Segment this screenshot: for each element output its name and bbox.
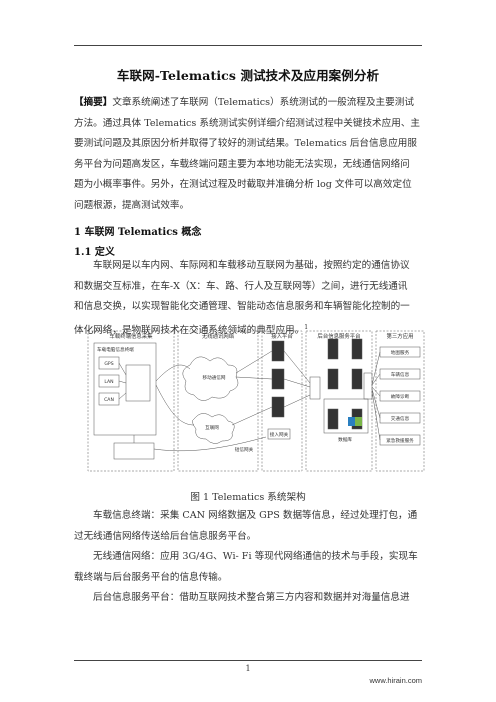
cloud-internet-label: 互联网 [205, 424, 219, 431]
abstract-line-4: 务平台为问题高发区，车载终端问题主要为本地功能无法实现，无线通信网络问 [74, 158, 410, 170]
access-column-frame [261, 330, 303, 472]
footnote-mark: 1 [304, 323, 309, 331]
page-number: 1 [245, 664, 251, 673]
terminal-box [93, 342, 157, 436]
access-server-3 [271, 396, 285, 418]
gateway-box [267, 428, 291, 440]
abstract-line-3: 要测试问题及其原因分析并取得了较好的测试结果。Telematics 后台信息应用… [74, 138, 417, 150]
can-label: CAN [104, 397, 114, 403]
thirdparty-column-frame [375, 330, 425, 472]
cloud-internet [192, 413, 235, 444]
abstract-line-5: 题为小概率事件。另外，在测试过程及时截取并准确分析 log 文件可以高效定位 [74, 179, 412, 191]
network-column-frame [177, 330, 259, 472]
abstract-line-6: 问题根源，提高测试效率。 [74, 199, 190, 211]
app-label-3: 故障诊断 [391, 393, 410, 400]
db-label: 数据库 [338, 436, 352, 443]
lan-label: LAN [104, 379, 113, 385]
header-rule [74, 45, 422, 46]
app-label-5: 紧急救援服务 [386, 437, 414, 444]
vehicle-box [113, 442, 155, 460]
access-server-1 [271, 340, 285, 362]
col-header-network: 无线通讯网络 [202, 332, 235, 340]
gps-label: GPS [104, 361, 113, 367]
col-header-backend: 后台信息服务平台 [317, 332, 360, 340]
abstract-line-1: 【摘要】文章系统阐述了车联网（Telematics）系统测试的一般流程及主要测试 [74, 93, 424, 114]
cloud-mobile-label: 移动通信网 [203, 374, 226, 381]
app-label-1: 地图服务 [391, 349, 410, 356]
backend-switch [309, 376, 321, 400]
backend-server-3 [327, 368, 339, 390]
abstract-line-2: 方法。通过具体 Telematics 系统测试实例详细介绍测试过程中关键技术应用… [74, 117, 421, 129]
backend-server-2 [351, 338, 363, 360]
terminal-box-label: 车载电脑信息终端 [97, 346, 134, 353]
footer-rule [74, 660, 422, 661]
access-server-2 [271, 368, 285, 390]
telematics-architecture-figure: 车载终端信息采集 无线通讯网络 接入平台 后台信息服务平台 第三方应用 车载电脑… [87, 330, 425, 472]
figure-caption: 图 1 Telematics 系统架构 [190, 492, 306, 503]
components-line-1: 车载信息终端：采集 CAN 网络数据及 GPS 数据等信息，经过处理打包，通 [93, 510, 418, 521]
hirain-logo [348, 417, 362, 426]
app-label-2: 车辆信息 [391, 371, 410, 378]
col-header-access: 接入平台 [271, 332, 293, 340]
backend-server-5 [327, 408, 339, 430]
definition-line-2: 和数据交互标准，在车-X（X：车、路、行人及互联网等）之间，进行无线通讯 [74, 280, 408, 292]
subsection-heading: 1.1 定义 [74, 247, 115, 258]
definition-paragraph: 车联网是以车内网、车际网和车载移动互联网为基础，按照约定的通信协议 和数据交互标… [74, 256, 424, 342]
components-line-4: 载终端与后台服务平台的信息传输。 [74, 571, 228, 583]
definition-line-1: 车联网是以车内网、车际网和车载移动互联网为基础，按照约定的通信协议 [93, 260, 410, 271]
abstract-label: 【摘要】 [74, 97, 113, 108]
backend-gateway [363, 372, 373, 400]
processing-module [125, 364, 151, 402]
footer-url: www.hirain.com [369, 676, 422, 685]
app-label-4: 交通信息 [391, 415, 410, 422]
document-title: 车联网-Telematics 测试技术及应用案例分析 [116, 68, 380, 83]
abstract-paragraph: 【摘要】文章系统阐述了车联网（Telematics）系统测试的一般流程及主要测试… [74, 93, 424, 217]
col-header-terminal: 车载终端信息采集 [109, 332, 153, 340]
col-header-thirdparty: 第三方应用 [387, 332, 414, 340]
cloud-mobile [182, 356, 239, 401]
gateway-label: 接入网关 [270, 431, 289, 438]
abstract-text: 文章系统阐述了车联网（Telematics）系统测试的一般流程及主要测试 [112, 97, 414, 108]
backend-server-4 [351, 368, 363, 390]
backend-server-1 [327, 338, 339, 360]
components-line-3: 无线通信网络：应用 3G/4G、Wi- Fi 等现代网络通信的技术与手段，实现车 [93, 551, 418, 563]
components-line-2: 过无线通信网络传送给后台信息服务平台。 [74, 530, 257, 542]
components-paragraph: 车载信息终端：采集 CAN 网络数据及 GPS 数据等信息，经过处理打包，通 过… [74, 506, 424, 609]
definition-line-4: 体化网络，是物联网技术在交通系统领域的典型应用。1 [74, 318, 424, 342]
sms-label: 短信网关 [235, 446, 254, 453]
terminal-column-frame [87, 330, 175, 472]
components-line-5: 后台信息服务平台：借助互联网技术整合第三方内容和数据并对海量信息进 [93, 592, 410, 604]
db-group [323, 398, 369, 434]
backend-column-frame [305, 330, 373, 472]
section-heading: 1 车联网 Telematics 概念 [74, 227, 202, 238]
definition-line-4-text: 体化网络，是物联网技术在交通系统领域的典型应用。 [74, 324, 305, 336]
definition-line-3: 和信息交换，以实现智能化交通管理、智能动态信息服务和车辆智能化控制的一 [74, 301, 410, 313]
